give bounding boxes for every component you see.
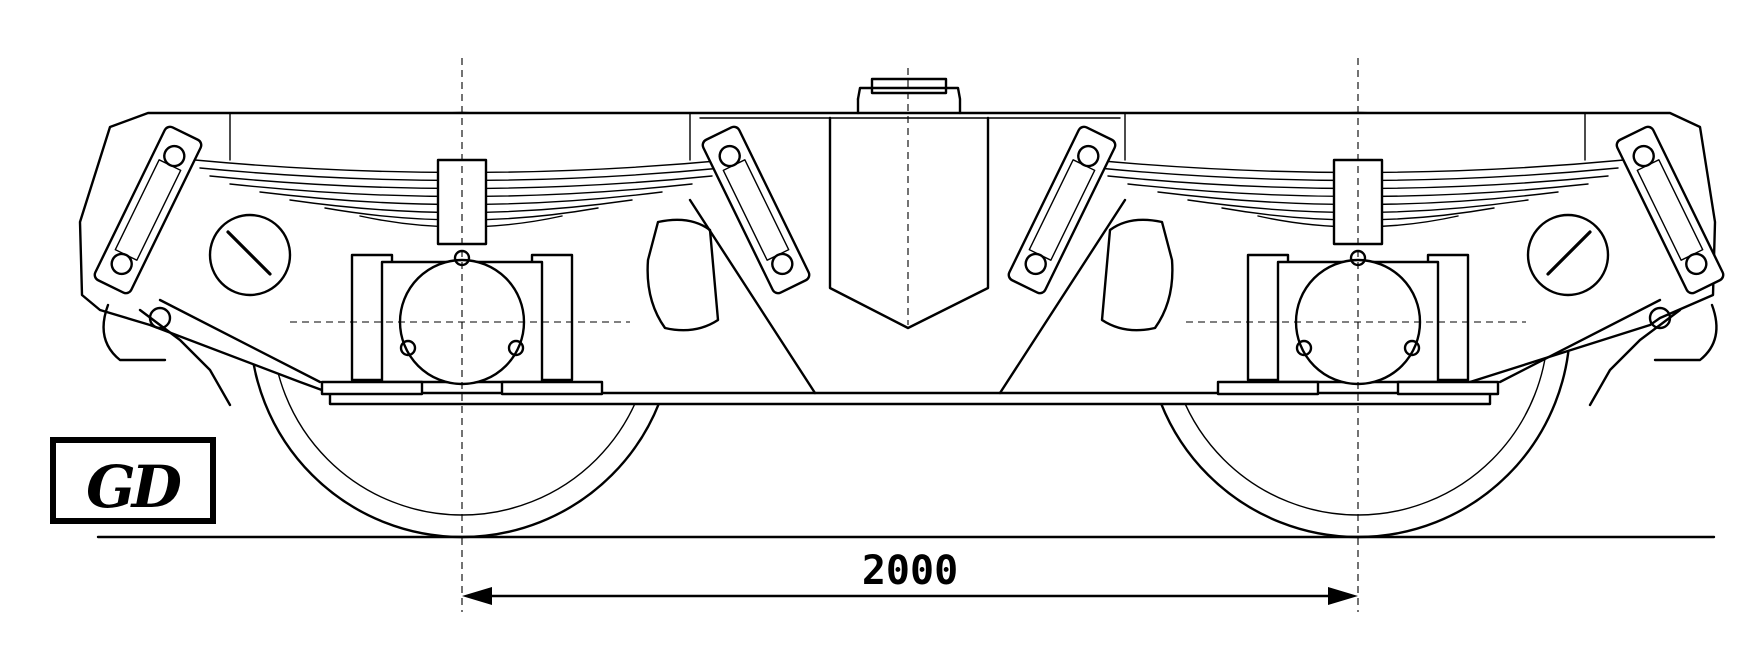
frame-holes (208, 213, 1610, 332)
left-inner-hanger (701, 125, 811, 295)
side-frame (78, 77, 1717, 395)
left-outer-hanger (93, 125, 203, 295)
left-brake-detail (102, 303, 232, 407)
right-outer-hanger (1615, 125, 1725, 295)
wheelbase-dimension (462, 587, 1358, 605)
right-inner-hanger (1007, 125, 1117, 295)
gd-logo: GD (50, 437, 216, 524)
center-lines (290, 58, 1526, 612)
logo-text: GD (86, 453, 182, 521)
wheelbase-label: 2000 (862, 548, 958, 594)
right-brake-detail (1588, 303, 1718, 407)
